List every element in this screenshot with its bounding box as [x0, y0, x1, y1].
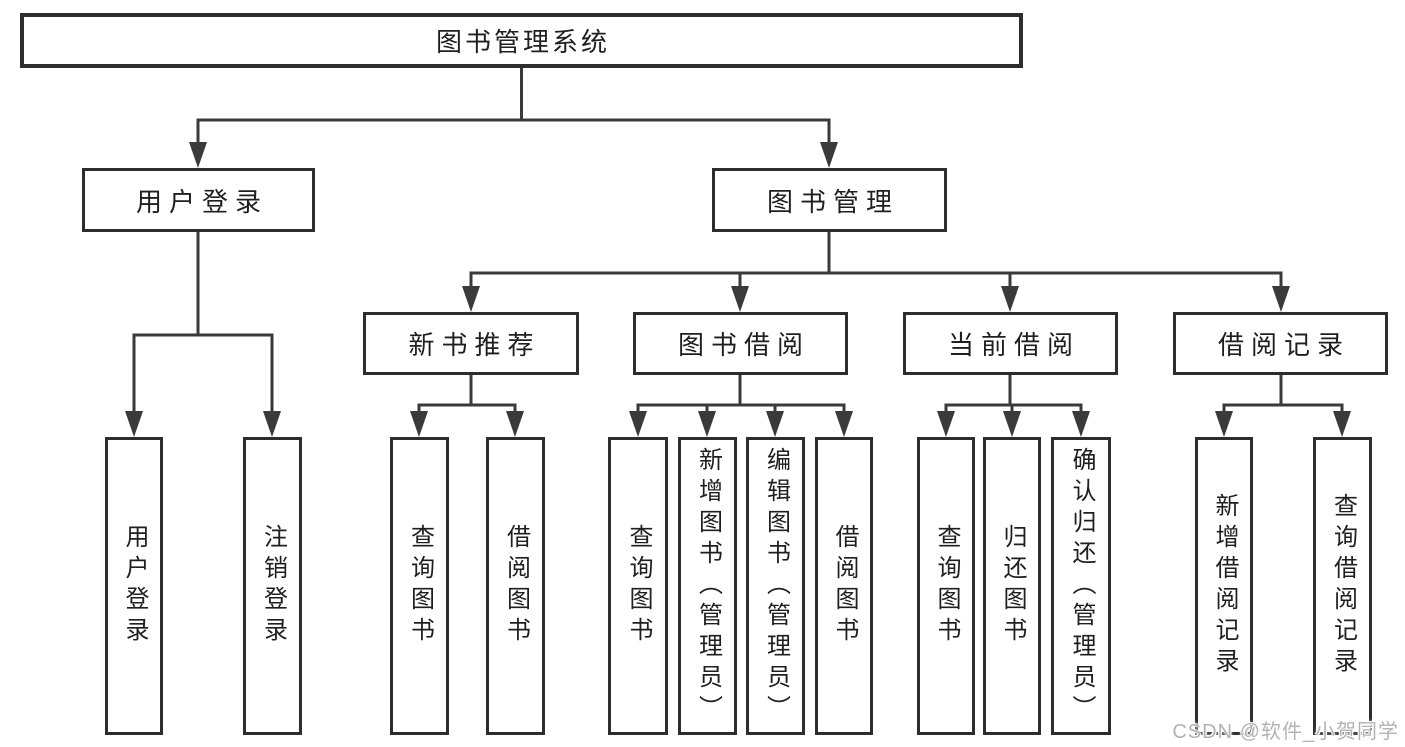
leaf-add-borrow-record: 新增借阅记录	[1195, 437, 1253, 735]
node-label: 查询借阅记录	[1329, 493, 1357, 679]
node-label: 新书推荐	[408, 330, 541, 360]
node-label: 查询图书	[625, 524, 652, 648]
node-label: 注销登录	[259, 524, 287, 648]
node-label: 确认归还（管理员）	[1068, 446, 1095, 726]
node-label: 借阅记录	[1217, 330, 1350, 360]
node-label: 图书管理	[766, 186, 899, 217]
leaf-add-book-admin: 新增图书（管理员）	[678, 437, 737, 735]
node-label: 查询图书	[406, 524, 434, 648]
leaf-query-books-recommend: 查询图书	[390, 437, 449, 735]
node-system-root: 图书管理系统	[20, 13, 1023, 68]
leaf-borrow-books-recommend: 借阅图书	[486, 437, 545, 735]
node-label: 用户登录	[121, 524, 148, 648]
node-new-book-recommend: 新书推荐	[363, 312, 579, 375]
node-label: 归还图书	[999, 524, 1026, 648]
leaf-borrow-books: 借阅图书	[815, 437, 873, 735]
node-label: 查询图书	[933, 524, 960, 648]
node-label: 图书借阅	[677, 330, 810, 360]
node-label: 用户登录	[135, 186, 268, 217]
node-label: 新增借阅记录	[1211, 493, 1238, 679]
node-label: 当前借阅	[947, 330, 1080, 360]
node-label: 新增图书（管理员）	[694, 446, 722, 726]
leaf-logout: 注销登录	[243, 437, 302, 735]
leaf-confirm-return-admin: 确认归还（管理员）	[1051, 437, 1111, 735]
node-current-borrow: 当前借阅	[903, 312, 1118, 375]
leaf-return-books: 归还图书	[983, 437, 1041, 735]
leaf-query-books-borrow: 查询图书	[608, 437, 668, 735]
node-label: 编辑图书（管理员）	[762, 446, 790, 726]
node-user-login: 用户登录	[82, 168, 315, 232]
node-book-management: 图书管理	[712, 168, 947, 232]
leaf-edit-book-admin: 编辑图书（管理员）	[746, 437, 805, 735]
node-book-borrow: 图书借阅	[633, 312, 848, 375]
node-label: 借阅图书	[502, 524, 530, 648]
leaf-query-borrow-record: 查询借阅记录	[1313, 437, 1372, 735]
node-label: 图书管理系统	[435, 27, 610, 57]
leaf-query-books-current: 查询图书	[917, 437, 975, 735]
connector-arrowheads	[125, 142, 1351, 437]
csdn-watermark: CSDN @软件_小贺同学	[1172, 721, 1399, 743]
node-borrow-records: 借阅记录	[1173, 312, 1388, 375]
leaf-user-login: 用户登录	[105, 437, 163, 735]
node-label: 借阅图书	[831, 524, 858, 648]
